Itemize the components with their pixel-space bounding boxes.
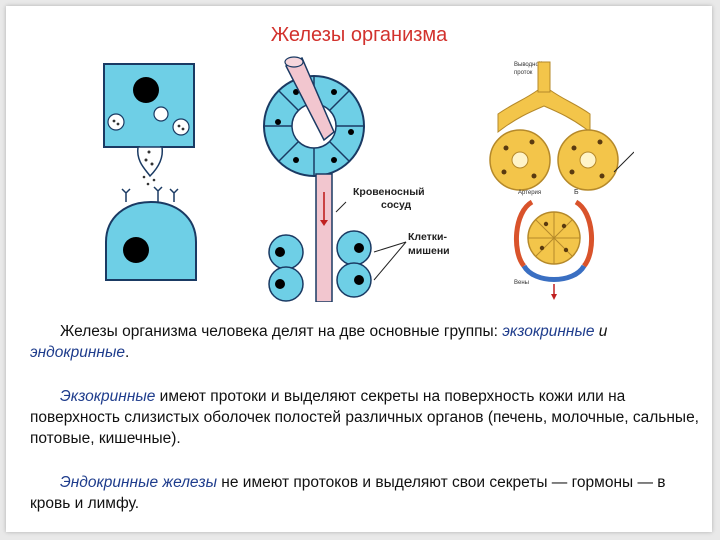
figure-acinar-gland: Выводной проток Б Артерия Вены — [484, 52, 634, 302]
label-vein: Вены — [514, 280, 529, 286]
label-vessel-1: Кровеносный — [353, 186, 425, 198]
p1-mid: и — [594, 323, 608, 340]
figure-cell-secretion — [86, 52, 221, 302]
label-duct-2: проток — [514, 70, 533, 76]
label-target-1: Клетки- — [408, 231, 447, 243]
p1-exocrine: экзокринные — [502, 323, 595, 340]
slide-title: Железы организма — [270, 24, 448, 46]
p2-exocrine: Экзокринные — [60, 388, 156, 405]
figure-gland-vessel: Кровеносный сосуд Клетки- мишени — [256, 52, 471, 302]
paragraph-endocrine: Эндокринные железы не имеют протоков и в… — [30, 472, 700, 514]
p1-text: Железы организма человека делят на две о… — [60, 323, 503, 340]
label-artery: Артерия — [518, 190, 541, 196]
paragraph-groups: Железы организма человека делят на две о… — [30, 321, 700, 363]
p3-text: не имеют протоков и выделяют свои секрет… — [30, 474, 666, 512]
label-duct-1: Выводной — [514, 61, 542, 68]
paragraph-exocrine: Экзокринные имеют протоки и выделяют сек… — [30, 386, 700, 449]
label-vessel-2: сосуд — [381, 199, 412, 211]
p1-endocrine: эндокринные — [30, 344, 125, 361]
p1-end: . — [124, 344, 130, 361]
p3-endocrine: Эндокринные железы — [60, 474, 217, 491]
label-target-2: мишени — [408, 245, 450, 257]
p2-text: имеют протоки и выделяют секреты на пове… — [30, 388, 699, 447]
slide: Железы организма — [6, 6, 712, 532]
label-b: Б — [574, 189, 579, 196]
